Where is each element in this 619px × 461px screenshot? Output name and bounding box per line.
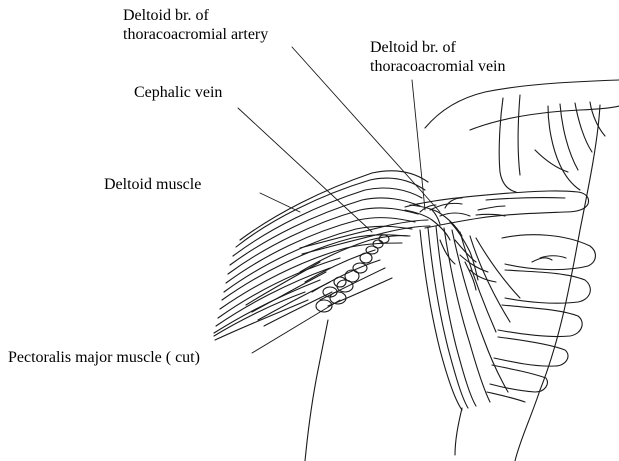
label-thoracoacromial-artery: Deltoid br. of thoracoacromial artery — [123, 6, 268, 44]
label-deltoid-muscle: Deltoid muscle — [104, 175, 201, 194]
label-cephalic-vein: Cephalic vein — [134, 83, 222, 102]
arm-vessels — [420, 226, 520, 410]
label-artery-line1: Deltoid br. of — [123, 6, 268, 25]
leader-deltoid — [260, 193, 300, 212]
rib-cage — [487, 235, 595, 402]
deltoid-muscle — [214, 171, 428, 333]
label-vein-line2: thoracoacromial vein — [370, 57, 506, 76]
label-artery-line2: thoracoacromial artery — [123, 25, 268, 44]
label-pectoralis-major: Pectoralis major muscle ( cut) — [8, 348, 200, 367]
leader-vein — [412, 80, 425, 210]
label-thoracoacromial-vein: Deltoid br. of thoracoacromial vein — [370, 38, 506, 76]
label-vein-line1: Deltoid br. of — [370, 38, 506, 57]
